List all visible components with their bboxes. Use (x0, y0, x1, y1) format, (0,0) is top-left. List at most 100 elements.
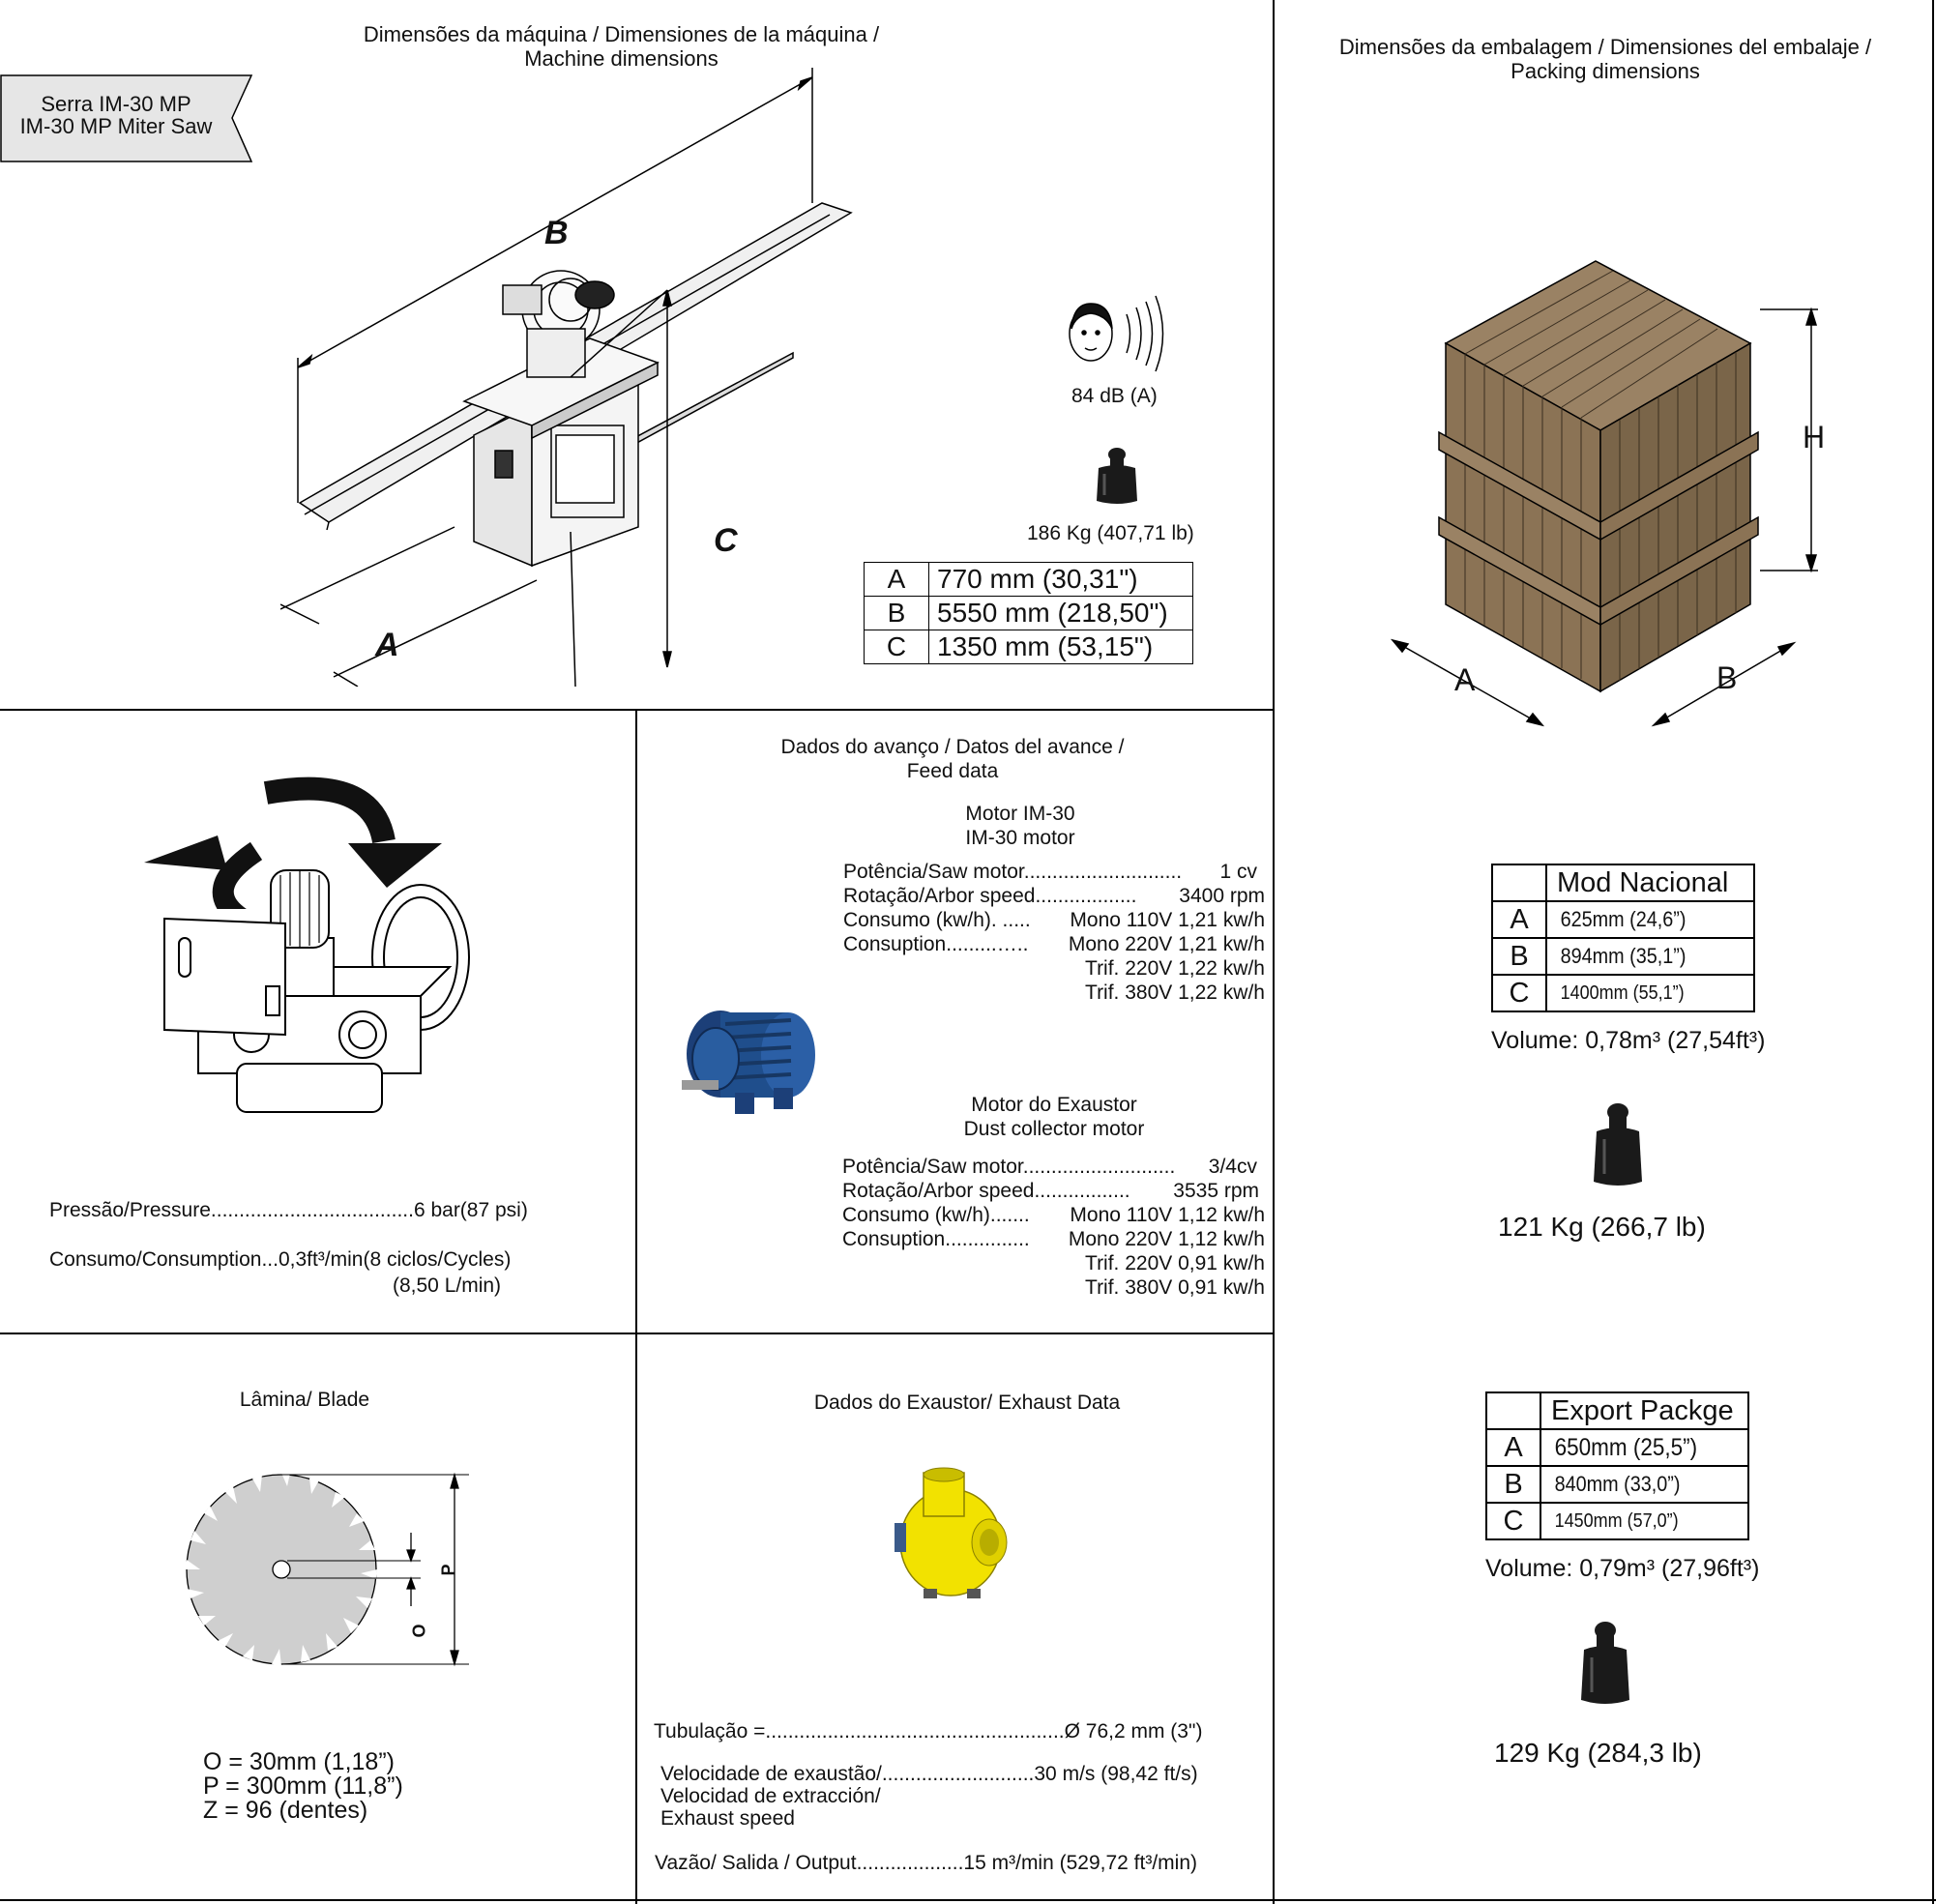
feed-title-line2: Feed data (906, 760, 999, 782)
pressure-regulator-illustration (163, 869, 470, 1113)
export-pack-header: Export Packge (1540, 1391, 1749, 1430)
exhaust-pipe-spec: Tubulação =.............................… (654, 1720, 1203, 1743)
consumption-liters: (8,50 L/min) (393, 1274, 502, 1297)
packing-title: Dimensões da embalagem / Dimensiones del… (1286, 35, 1924, 83)
spec-value: 3/4cv (1208, 1156, 1257, 1178)
spec-row: Consuption.........….. Mono 220V 1,21 kw/… (843, 932, 1265, 956)
spec-row: Consuption...............Mono 220V 1,12 … (842, 1227, 1265, 1251)
exhaust-speed-spec: Velocidade de exaustão/.................… (660, 1763, 1198, 1830)
wooden-crate-illustration (1390, 260, 1818, 727)
crate-label-a: A (1454, 662, 1476, 697)
pack-value: 840mm (33,0”) (1554, 1472, 1681, 1496)
pack-value: 1400mm (55,1”) (1560, 981, 1685, 1004)
pack-key: A (1485, 1428, 1541, 1467)
spec-value: Mono 110V 1,21 kw/h (1070, 909, 1265, 931)
pack-value: 1450mm (57,0”) (1554, 1509, 1679, 1532)
pack-key: C (1485, 1502, 1541, 1540)
blade-spec-p: P = 300mm (11,8”) (203, 1772, 403, 1800)
motor2-title: Motor do Exaustor Dust collector motor (928, 1093, 1180, 1141)
pack-value-cell: 625mm (24,6”) (1545, 900, 1755, 939)
motor1-title: Motor IM-30 IM-30 motor (899, 802, 1141, 850)
spec-row: Trif. 380V 0,91 kw/h (842, 1275, 1265, 1300)
pack-key: C (1491, 974, 1547, 1012)
blade-spec-o: O = 30mm (1,18”) (203, 1748, 395, 1775)
machine-dimensions-table: A 770 mm (30,31") B 5550 mm (218,50") C … (864, 562, 1193, 664)
electric-motor-icon (682, 1011, 815, 1114)
pressure-spec: Pressão/Pressure........................… (49, 1199, 528, 1221)
spec-label: Potência/Saw motor......................… (842, 1156, 1176, 1178)
export-pack-table: Export Packge A 650mm (25,5”) B 840mm (3… (1485, 1391, 1749, 1540)
machine-weight: 186 Kg (407,71 lb) (1027, 522, 1194, 544)
blade-title: Lâmina/ Blade (239, 1389, 370, 1411)
spec-value: Trif. 380V 1,22 kw/h (1085, 981, 1265, 1004)
spec-row: Trif. 220V 0,91 kw/h (842, 1251, 1265, 1275)
dim-key: A (864, 562, 929, 597)
pack-corner (1485, 1391, 1541, 1430)
table-row: A 625mm (24,6”) (1491, 900, 1755, 939)
spec-label: Rotação/Arbor speed................. (842, 1180, 1130, 1202)
spec-row: Consumo (kw/h).......Mono 110V 1,12 kw/h (842, 1203, 1265, 1227)
table-row: B 5550 mm (218,50") (864, 596, 1193, 630)
spec-row: Consumo (kw/h). ..... Mono 110V 1,21 kw/h (843, 908, 1265, 932)
national-volume: Volume: 0,78m³ (27,54ft³) (1491, 1027, 1766, 1054)
spec-row: Trif. 380V 1,22 kw/h (843, 981, 1265, 1005)
spec-row: Trif. 220V 1,22 kw/h (843, 956, 1265, 981)
spec-label: Rotação/Arbor speed.................. (843, 885, 1137, 907)
blade-spec-z: Z = 96 (dentes) (203, 1797, 368, 1824)
divider-vertical-main (1273, 0, 1275, 1904)
spec-value: Mono 110V 1,12 kw/h (1070, 1204, 1265, 1226)
spec-value: Mono 220V 1,12 kw/h (1068, 1228, 1265, 1250)
crate-label-h: H (1803, 420, 1826, 454)
table-row: C 1350 mm (53,15") (864, 630, 1193, 664)
table-row: B 894mm (35,1”) (1491, 937, 1755, 976)
spec-row: Potência/Saw motor......................… (843, 860, 1265, 884)
divider-vertical-lower (635, 710, 637, 1904)
blade-specs: O = 30mm (1,18”) P = 300mm (11,8”) Z = 9… (203, 1750, 403, 1823)
machine-title-line2: Machine dimensions (524, 46, 719, 71)
model-tag-line1: Serra IM-30 MP (41, 92, 191, 116)
model-tag-shape (0, 74, 253, 162)
pack-value-cell: 650mm (25,5”) (1540, 1428, 1749, 1467)
dim-key: B (864, 596, 929, 630)
machine-label-a: A (375, 627, 399, 663)
dim-value: 5550 mm (218,50") (928, 596, 1193, 630)
spec-value: 3535 rpm (1173, 1180, 1259, 1202)
spec-value: Trif. 220V 0,91 kw/h (1085, 1252, 1265, 1274)
pack-value: 650mm (25,5”) (1554, 1433, 1698, 1461)
rotation-arrow-icon (144, 776, 442, 909)
machine-label-c: C (714, 522, 738, 559)
spec-row: Rotação/Arbor speed..................340… (843, 884, 1265, 908)
feed-title: Dados do avanço / Datos del avance / Fee… (696, 735, 1209, 783)
pack-value-cell: 894mm (35,1”) (1545, 937, 1755, 976)
noise-level: 84 dB (A) (1071, 385, 1158, 407)
model-tag-line2: IM-30 MP Miter Saw (19, 114, 213, 138)
exhaust-title: Dados do Exaustor/ Exhaust Data (813, 1391, 1121, 1414)
spec-row: Potência/Saw motor......................… (842, 1155, 1265, 1179)
weight-icon (1097, 448, 1137, 504)
pack-value-cell: 1450mm (57,0”) (1540, 1502, 1749, 1540)
ear-noise-icon (1069, 295, 1164, 372)
spec-label: Potência/Saw motor......................… (843, 861, 1183, 883)
table-row: Mod Nacional (1491, 864, 1755, 902)
national-weight: 121 Kg (266,7 lb) (1498, 1212, 1706, 1242)
pack-value-cell: 840mm (33,0”) (1540, 1465, 1749, 1504)
spec-label: Consumo (kw/h). ..... (843, 909, 1031, 931)
spec-value: Trif. 380V 0,91 kw/h (1085, 1276, 1265, 1299)
exhaust-flow-spec: Vazão/ Salida / Output..................… (655, 1852, 1198, 1874)
table-row: Export Packge (1485, 1391, 1749, 1430)
motor1-specs: Potência/Saw motor......................… (843, 860, 1265, 1005)
export-weight: 129 Kg (284,3 lb) (1494, 1738, 1702, 1768)
saw-blade-diagram (185, 1469, 469, 1667)
pack-key: A (1491, 900, 1547, 939)
motor2-title-line2: Dust collector motor (963, 1118, 1145, 1140)
spec-value: Mono 220V 1,21 kw/h (1068, 933, 1265, 955)
machine-title: Dimensões da máquina / Dimensiones de la… (290, 22, 953, 71)
feed-title-line1: Dados do avanço / Datos del avance / (780, 736, 1125, 758)
weight-icon (1594, 1103, 1642, 1186)
spec-value: Trif. 220V 1,22 kw/h (1085, 957, 1265, 980)
table-row: A 650mm (25,5”) (1485, 1428, 1749, 1467)
blade-label-o: O (409, 1624, 429, 1638)
spec-label: Consuption.........….. (843, 933, 1029, 955)
exhaust-speed-line1: Velocidade de exaustão/.................… (660, 1763, 1198, 1785)
blade-label-p: P (438, 1564, 458, 1576)
